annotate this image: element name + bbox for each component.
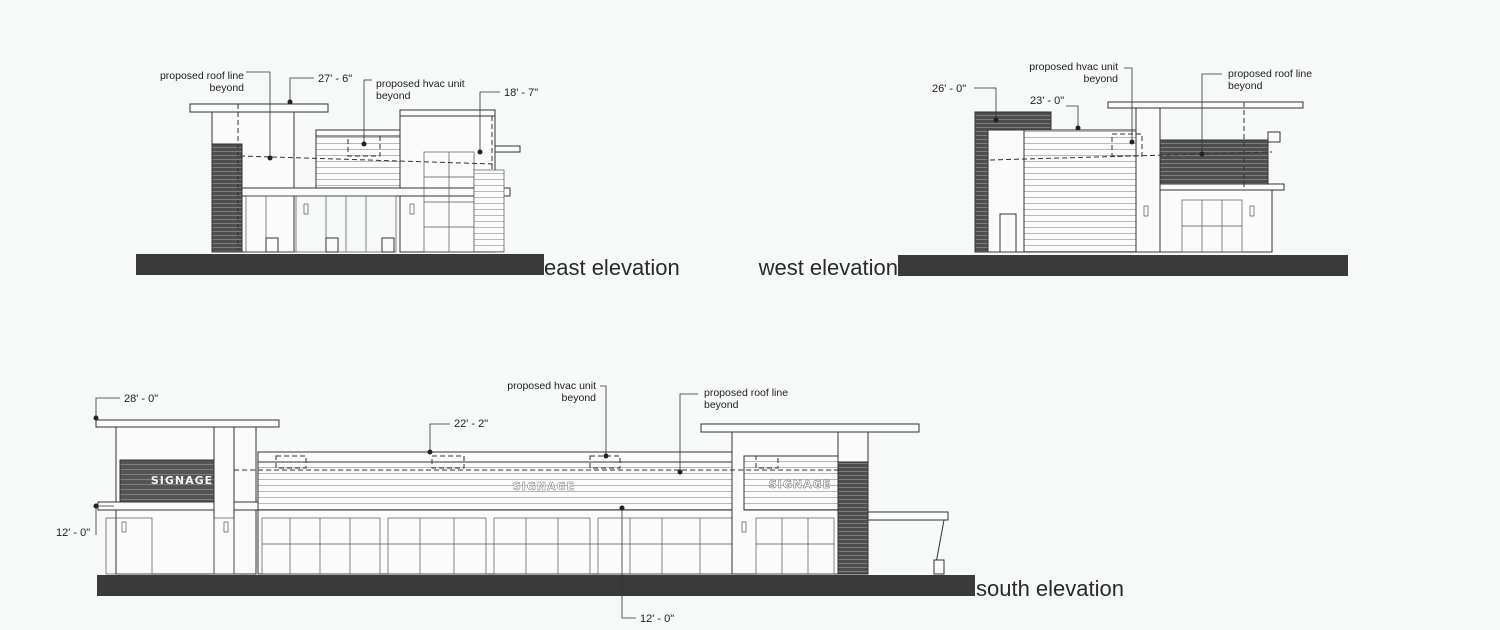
east-storefront [245,195,397,253]
south-hvac-note-line1: proposed hvac unit [507,380,596,392]
west-roof-note-line2: beyond [1228,80,1263,92]
south-dim-top-left: 28' - 0" [124,393,158,405]
west-dim-mid: 23' - 0" [1030,95,1064,107]
west-hvac-note-line1: proposed hvac unit [1029,61,1118,73]
south-elevation-title: south elevation [976,576,1124,601]
west-dim-left: 26' - 0" [932,83,966,95]
east-roof-line-beyond [239,155,495,165]
east-right-windows [423,151,505,253]
west-ground-band [898,255,1348,276]
west-door [999,213,1017,253]
south-hvac-note-line2: beyond [562,392,597,404]
east-dim-top: 27' - 6" [318,73,352,85]
east-roof-slab-mid [315,129,403,137]
east-roof-slab-right [399,109,496,117]
south-hvac-unit-4 [755,455,779,469]
west-storefront [1181,199,1243,253]
south-roof-note-line1: proposed roof line [704,387,788,399]
west-hvac-note-line2: beyond [1084,73,1119,85]
east-elevation: proposed roof line beyond 27' - 6" propo… [136,70,680,280]
south-signage-left: SIGNAGE [151,474,213,487]
south-ground-band [97,575,975,596]
south-canopy [867,511,949,521]
south-hvac-unit-3 [589,455,621,469]
south-hvac-unit-2 [431,455,465,469]
south-siding-band [257,461,733,511]
east-roof-note-line1: proposed roof line [160,70,244,82]
south-slat-column [837,461,869,575]
east-hvac-note-line1: proposed hvac unit [376,78,465,90]
east-hvac-note-line2: beyond [376,90,411,102]
east-slat-cladding [211,143,243,253]
west-roof-slab [1107,101,1304,109]
south-dim-mid: 22' - 2" [454,418,488,430]
east-roof-note-line2: beyond [210,82,245,94]
south-storefront [261,517,733,575]
east-siding-band [315,135,403,195]
south-roof-note-line2: beyond [704,399,739,411]
west-slat-band [1159,139,1269,185]
east-ground-band [136,254,544,275]
south-elevation: SIGNAGE SIGNAGE SIGNAGE [56,380,1124,625]
east-elevation-title: east elevation [544,255,680,280]
south-signage-right: SIGNAGE [769,478,831,491]
south-hvac-unit-1 [275,455,307,469]
south-dim-side: 12' - 0" [56,527,90,539]
west-roof-note-line1: proposed roof line [1228,68,1312,80]
east-roof-slab-left [189,103,329,113]
south-roof-slab-right [700,423,920,433]
east-dim-right: 18' - 7" [504,87,538,99]
east-canopy-band [241,187,511,197]
east-wall-light [303,203,309,215]
west-elevation: 26' - 0" 23' - 0" proposed hvac unit bey… [758,61,1348,280]
west-siding-wall [1023,129,1137,253]
south-dim-bottom: 12' - 0" [640,613,674,625]
south-roof-slab-left [95,419,280,428]
west-roof-line-beyond [989,151,1273,161]
east-wall-light-2 [409,203,415,215]
south-signage-center: SIGNAGE [513,480,575,493]
west-elevation-title: west elevation [758,255,898,280]
